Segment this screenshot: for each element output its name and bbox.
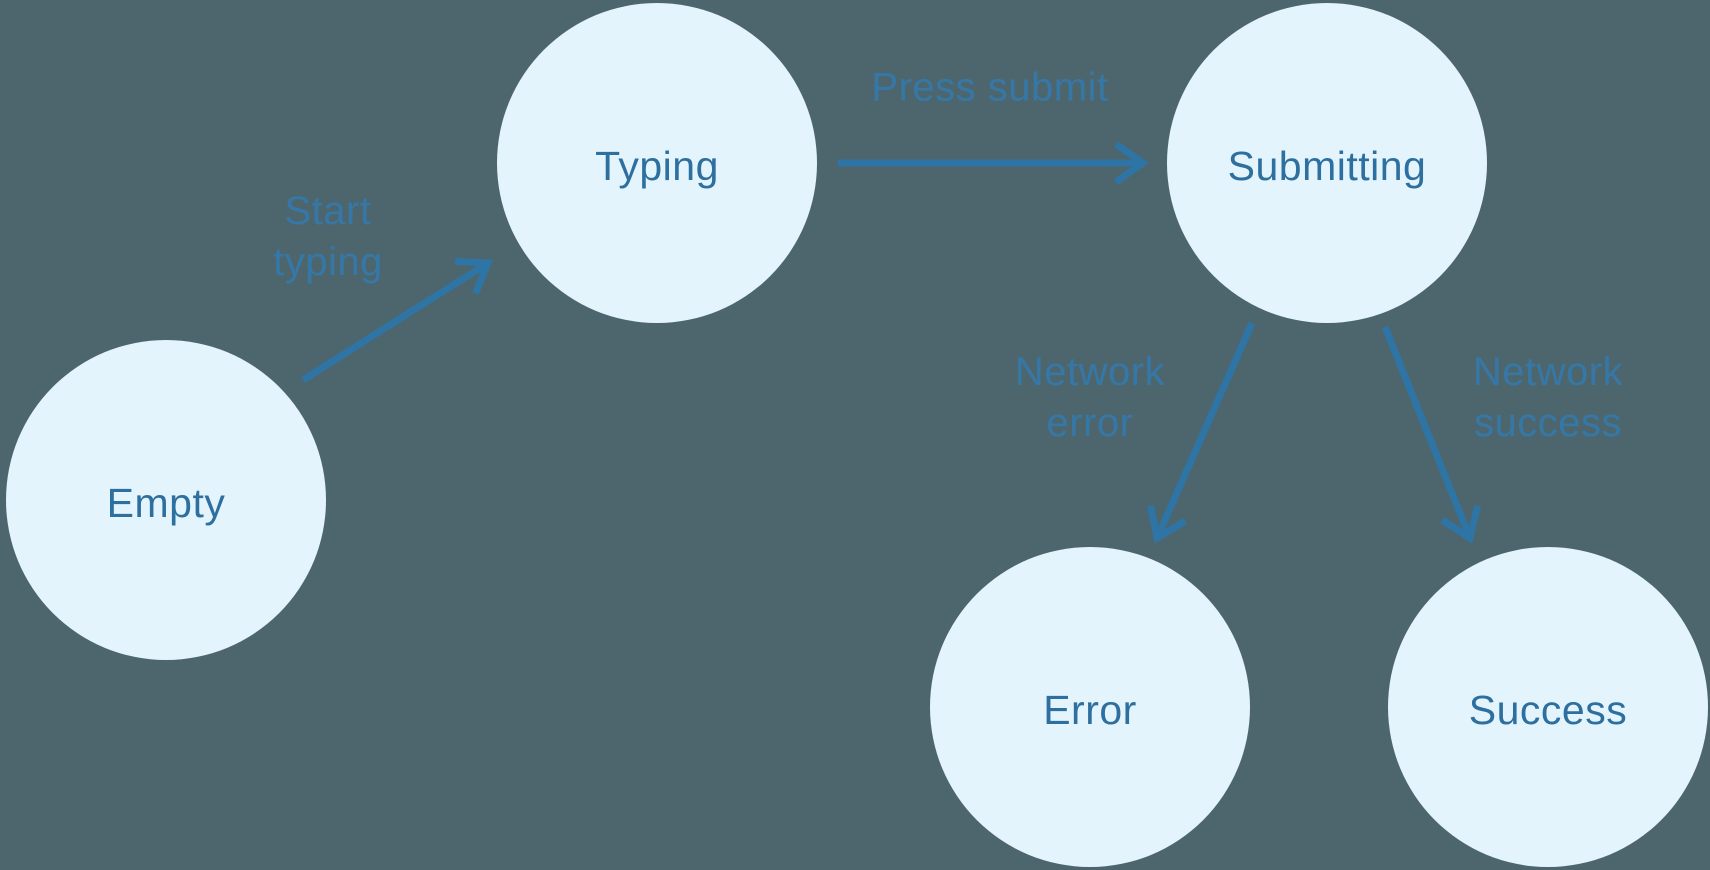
transition-label-network-success: Network success xyxy=(1472,350,1624,445)
state-node-error: Error xyxy=(930,547,1250,867)
transition-arrow-network-error xyxy=(1147,321,1256,544)
transition-arrow-start-typing xyxy=(301,257,494,383)
state-node-label-submitting: Submitting xyxy=(1227,142,1427,189)
state-node-empty: Empty xyxy=(6,340,326,660)
transition-label-start-typing: Start typing xyxy=(273,189,383,284)
state-node-label-typing: Typing xyxy=(595,142,719,189)
transition-label-press-submit: Press submit xyxy=(871,65,1109,110)
state-node-success: Success xyxy=(1388,547,1708,867)
state-node-label-empty: Empty xyxy=(106,479,226,526)
state-node-typing: Typing xyxy=(497,3,817,323)
state-node-submitting: Submitting xyxy=(1167,3,1487,323)
transition-label-network-error: Network error xyxy=(1014,350,1166,445)
state-node-label-success: Success xyxy=(1468,686,1628,733)
transition-arrow-network-success xyxy=(1381,325,1481,544)
state-node-label-error: Error xyxy=(1043,686,1137,733)
